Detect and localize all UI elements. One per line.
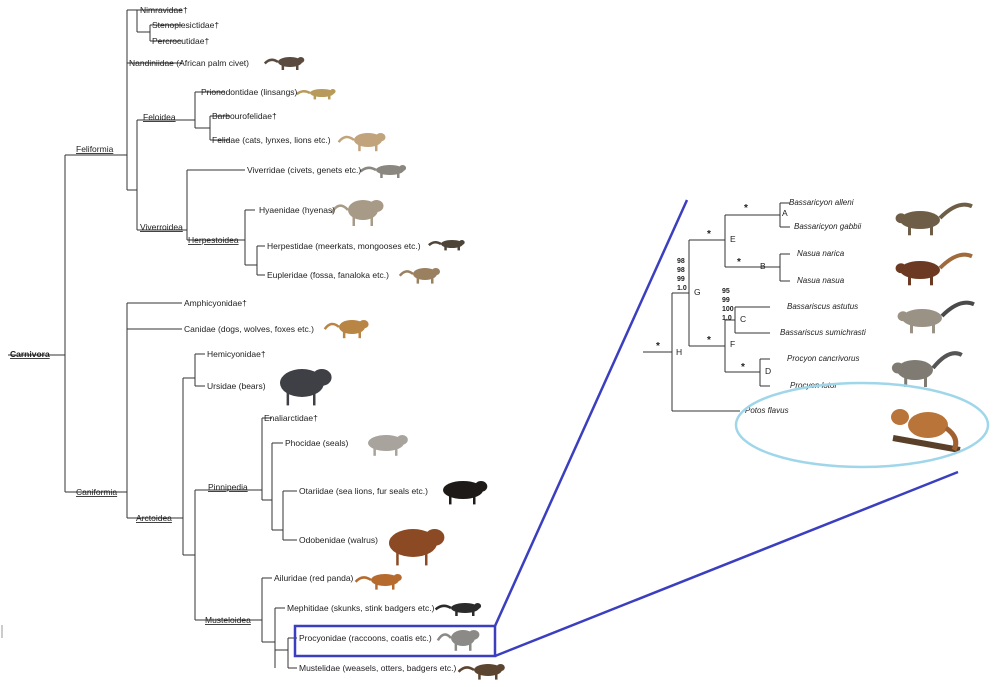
support-star-6: * [656, 341, 660, 352]
node-label-E: E [730, 234, 736, 244]
skunk-icon [434, 603, 482, 616]
support-G-2: 98 [677, 267, 685, 274]
species-label-5: Bassariscus astutus [787, 302, 858, 311]
node-label-B: B [760, 261, 766, 271]
kinkajou-icon [891, 409, 961, 453]
palm-civet-icon [263, 57, 305, 70]
family-label-2: Stenoplesictidae† [152, 20, 219, 30]
family-label-17: Phocidae (seals) [285, 438, 348, 448]
mongoose-icon [428, 240, 465, 251]
family-label-6: Barbourofelidae† [212, 111, 277, 121]
family-label-15: Ursidae (bears) [207, 381, 266, 391]
family-label-1: Nimravidae† [140, 5, 188, 15]
dog-icon [323, 320, 369, 339]
family-label-22: Procyonidae (raccoons, coatis etc.) [299, 633, 432, 643]
weasel-icon [457, 664, 505, 680]
species-label-4: Nasua nasua [797, 276, 845, 285]
node-label-H: H [676, 347, 682, 357]
family-label-4: Nandiniidae (African palm civet) [129, 58, 249, 68]
support-star-5: * [741, 362, 745, 373]
species-label-1: Bassaricyon alleni [789, 198, 854, 207]
node-label-G: G [694, 287, 701, 297]
support-star-1: * [744, 203, 748, 214]
family-label-7: Felidae (cats, lynxes, lions etc.) [212, 135, 331, 145]
clade-label-herpestoidea: Herpestoidea [188, 235, 239, 245]
family-label-16: Enaliarctidae† [264, 413, 318, 423]
support-F-3: 100 [722, 306, 734, 313]
coati-icon [895, 252, 973, 286]
family-label-11: Eupleridae (fossa, fanaloka etc.) [267, 270, 389, 280]
support-G-3: 99 [677, 276, 685, 283]
support-star-2: * [707, 229, 711, 240]
support-F-2: 99 [722, 297, 730, 304]
raccoon-inset-icon [891, 351, 963, 387]
sea-lion-icon [443, 481, 488, 505]
node-label-A: A [782, 208, 788, 218]
zoom-line-top [493, 199, 689, 627]
node-label-C: C [740, 314, 746, 324]
node-label-F: F [730, 339, 735, 349]
walrus-icon [389, 529, 445, 566]
clade-label-feloidea: Feloidea [143, 112, 176, 122]
support-star-3: * [737, 257, 741, 268]
clade-label-arctoidea: Arctoidea [136, 513, 172, 523]
support-G-1: 98 [677, 258, 685, 265]
clade-label-carnivora: Carnivora [10, 349, 50, 359]
node-label-D: D [765, 366, 771, 376]
fossa-icon [398, 268, 440, 284]
olingo-icon [895, 202, 973, 236]
family-label-3: Percrocutidae† [152, 36, 209, 46]
species-label-7: Procyon cancrivorus [787, 354, 859, 363]
cat-icon [337, 133, 386, 152]
clade-label-viverroidea: Viverroidea [140, 222, 183, 232]
family-label-21: Mephitidae (skunks, stink badgers etc.) [287, 603, 435, 613]
clade-label-feliformia: Feliformia [76, 144, 114, 154]
family-label-20: Ailuridae (red panda) [274, 573, 354, 583]
civet-icon [359, 165, 407, 178]
raccoon-icon [436, 630, 480, 651]
species-label-9: Potos flavus [745, 406, 789, 415]
species-label-6: Bassariscus sumichrasti [780, 328, 866, 337]
ringtail-icon [897, 300, 975, 334]
family-label-19: Odobenidae (walrus) [299, 535, 378, 545]
support-star-4: * [707, 335, 711, 346]
family-label-8: Viverridae (civets, genets etc.) [247, 165, 361, 175]
family-label-14: Hemicyonidae† [207, 349, 266, 359]
seal-icon [368, 435, 408, 456]
red-panda-icon [354, 574, 402, 590]
family-label-23: Mustelidae (weasels, otters, badgers etc… [299, 663, 456, 673]
species-label-2: Bassaricyon gabbii [794, 222, 861, 231]
family-label-10: Herpestidae (meerkats, mongooses etc.) [267, 241, 421, 251]
family-label-18: Otariidae (sea lions, fur seals etc.) [299, 486, 428, 496]
hyena-icon [330, 200, 384, 226]
bear-icon [280, 369, 332, 406]
linsang-icon [295, 89, 336, 100]
zoom-line-bottom [494, 470, 959, 658]
family-label-9: Hyaenidae (hyenas) [259, 205, 335, 215]
procyonidae-highlight-box [293, 624, 497, 658]
clade-label-musteloidea: Musteloidea [205, 615, 251, 625]
family-label-13: Canidae (dogs, wolves, foxes etc.) [184, 324, 314, 334]
family-label-5: Prionodontidae (linsangs) [201, 87, 298, 97]
family-label-12: Amphicyonidae† [184, 298, 247, 308]
support-G-4: 1.0 [677, 285, 687, 292]
clade-label-caniformia: Caniformia [76, 487, 117, 497]
species-label-3: Nasua narica [797, 249, 845, 258]
support-F-1: 95 [722, 288, 730, 295]
support-F-4: 1.0 [722, 315, 732, 322]
clade-label-pinnipedia: Pinnipedia [208, 482, 248, 492]
potos-highlight-ellipse [734, 381, 990, 469]
